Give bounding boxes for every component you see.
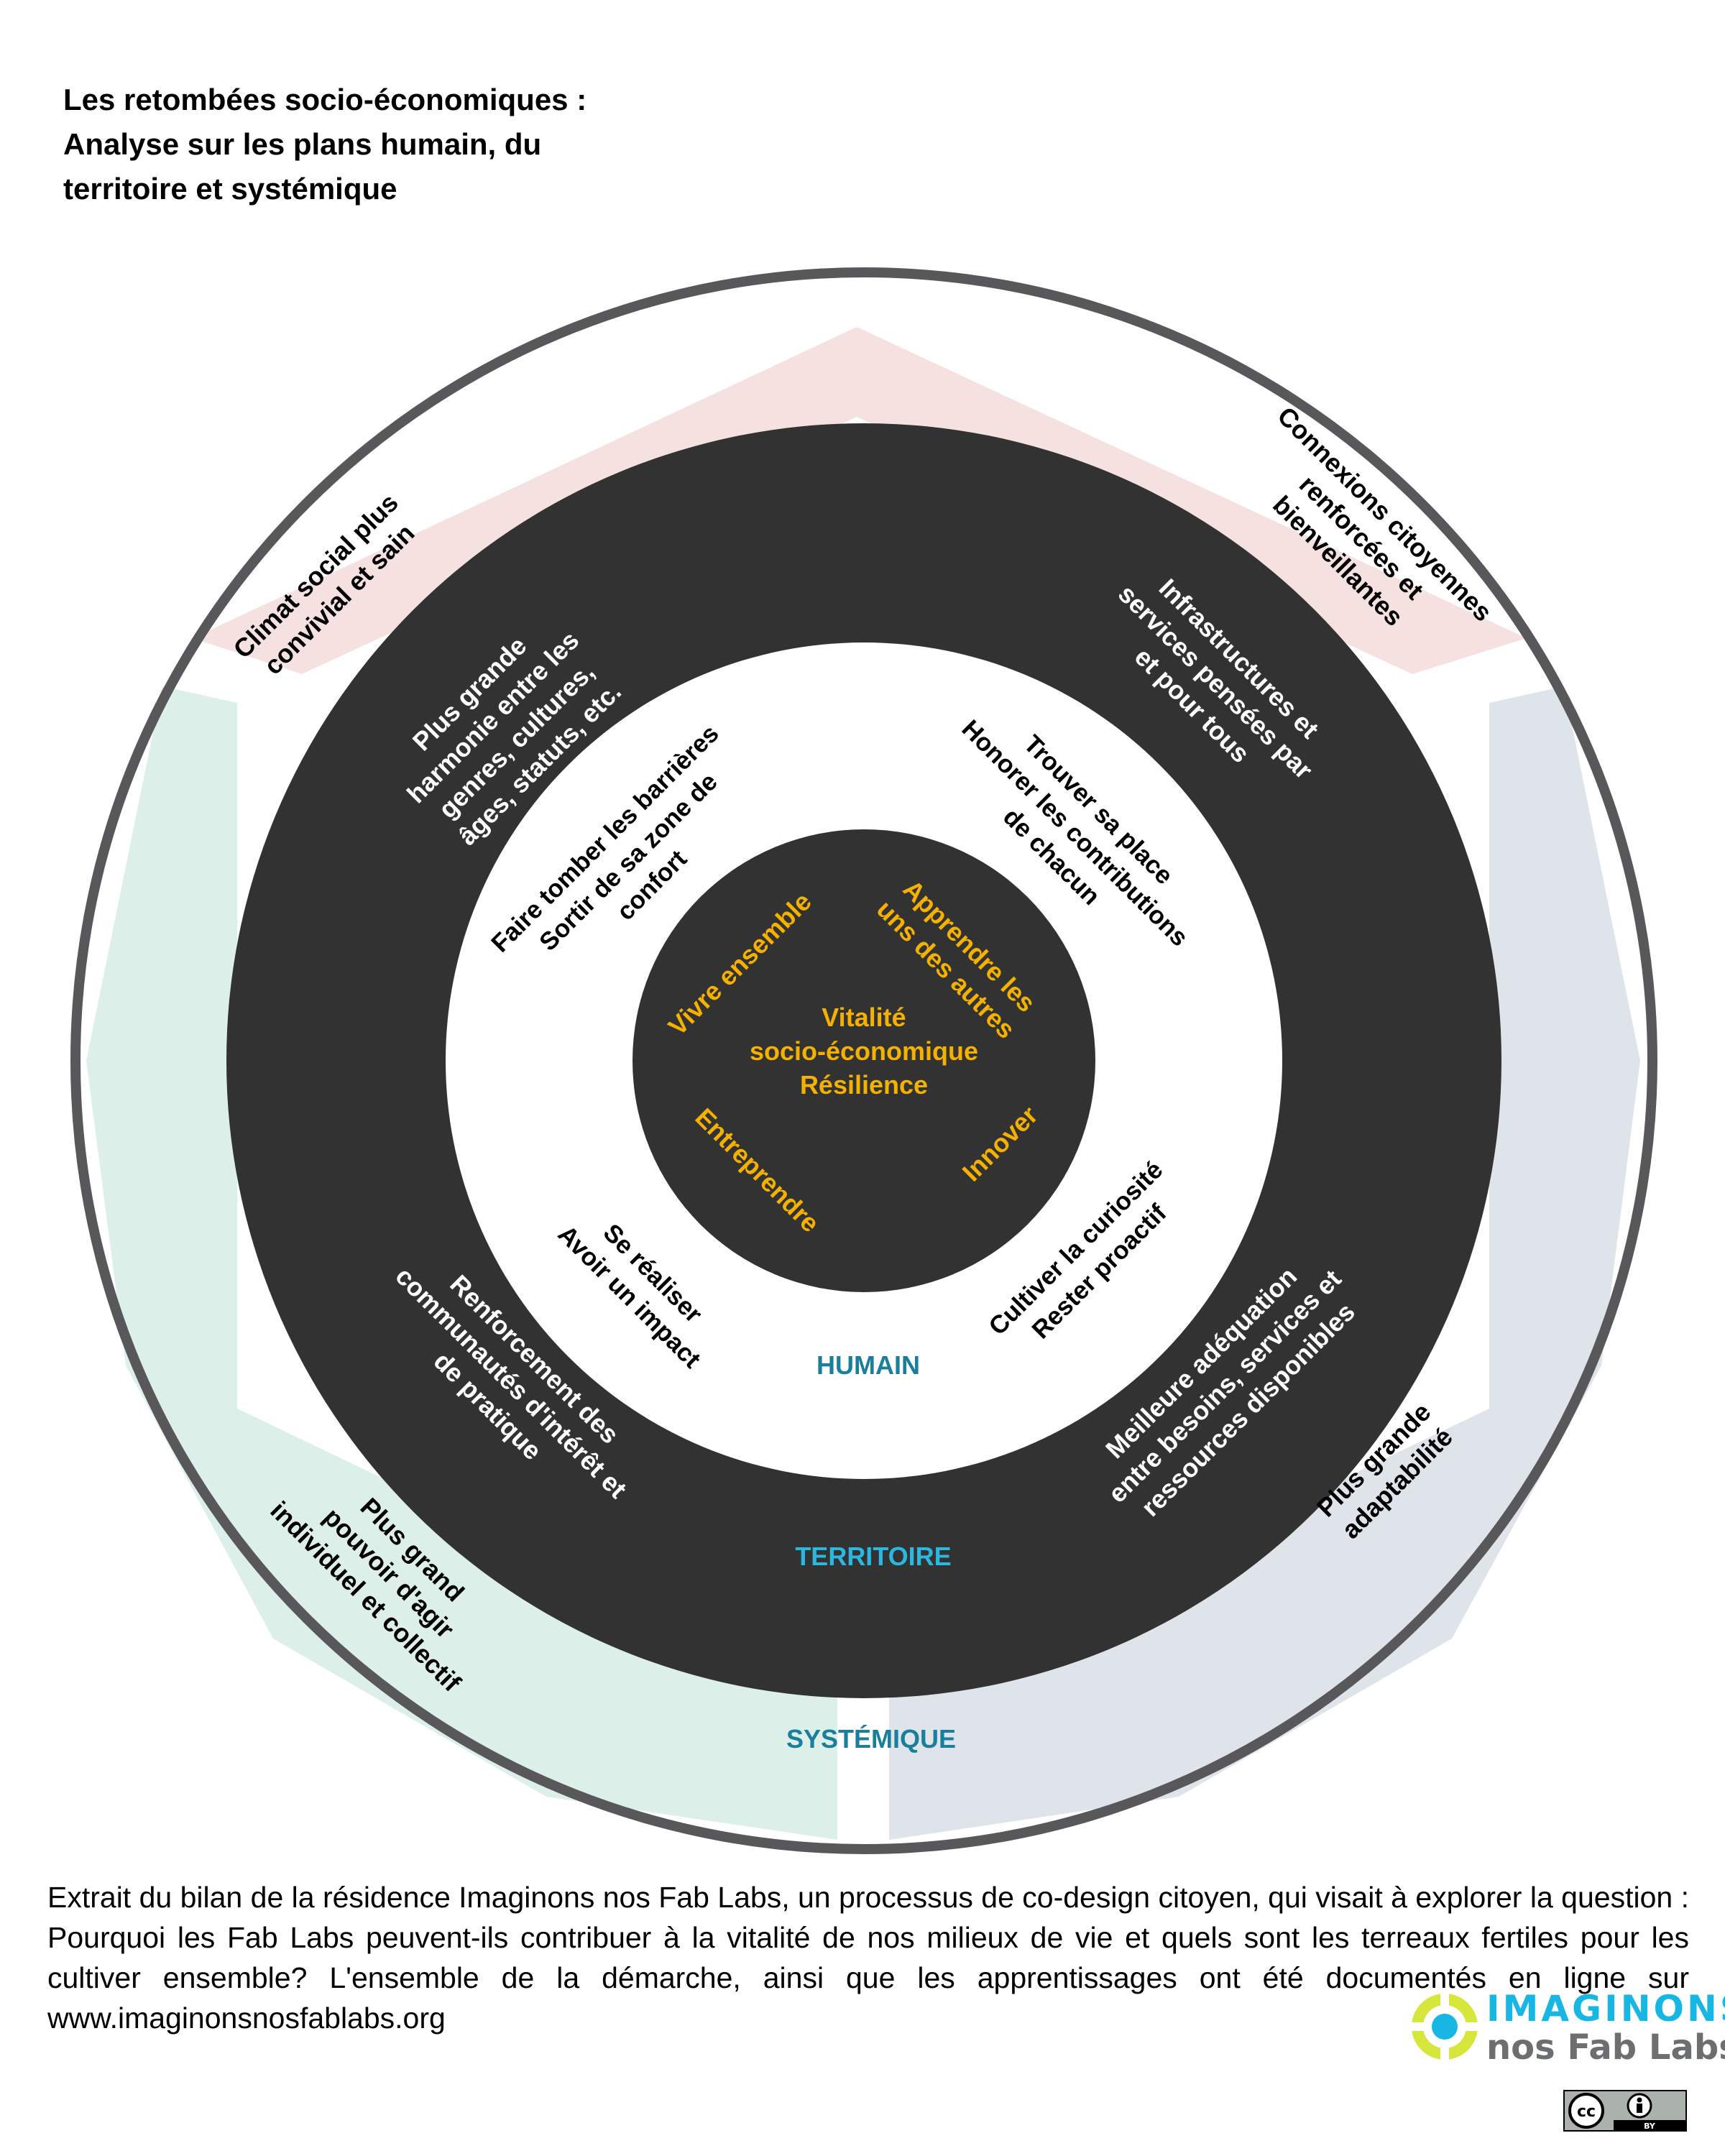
footer-description: Extrait du bilan de la résidence Imagino… [47,1881,1689,2035]
sector-band-top [193,327,1527,674]
logo-line: IMAGINONS [1486,1988,1725,2030]
title-line: Analyse sur les plans humain, du [63,127,542,161]
outer-ring-outline [70,267,1657,1854]
territoire-label: TERRITOIRE [795,1542,951,1571]
humain-label: HUMAIN [816,1350,920,1380]
sector-band-left [86,686,837,1840]
title-line: Les retombées socio-économiques : [63,83,587,116]
center-core [632,829,1095,1292]
center-line: socio-économique [750,1036,978,1066]
center-line: Résilience [800,1070,928,1100]
logo-line: nos Fab Labs [1486,2027,1725,2068]
logo-emblem-icon [1410,1992,1479,2061]
title-line: territoire et systémique [63,172,397,206]
logo-wordmark: IMAGINONS nos Fab Labs [1486,1989,1725,2067]
center-line: Vitalité [822,1003,906,1032]
cc-by-license-icon: cc BY [1563,2090,1687,2132]
cc-label: cc [1577,2103,1596,2121]
center-core-text: Vitalité socio-économique Résilience [750,1003,978,1100]
by-label: BY [1644,2122,1656,2131]
systemique-label: SYSTÉMIQUE [786,1724,956,1754]
imaginons-logo: IMAGINONS nos Fab Labs [1409,1984,1725,2077]
page-title: Les retombées socio-économiques : Analys… [63,78,854,211]
sector-band-right [889,686,1640,1840]
